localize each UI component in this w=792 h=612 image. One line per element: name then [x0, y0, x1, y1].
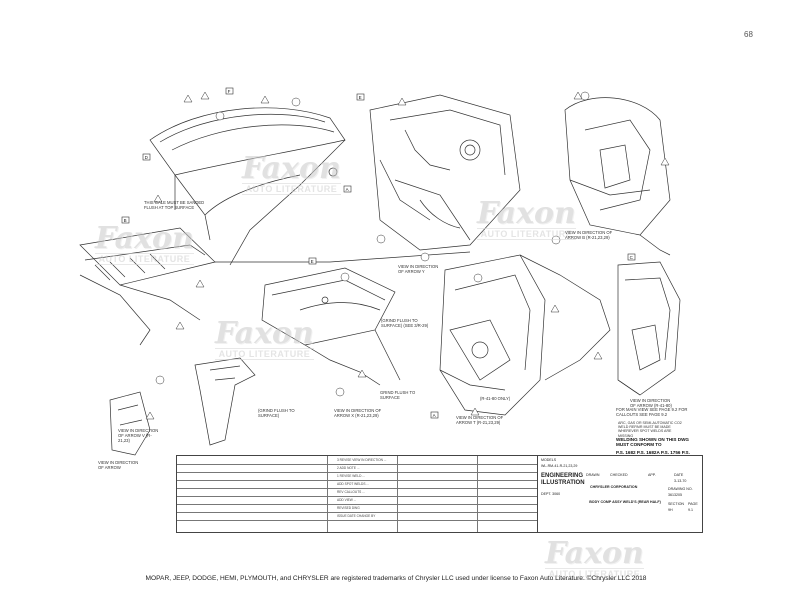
callout-box-d-letter: D: [145, 155, 149, 160]
drawn-label: DRAWN: [586, 473, 600, 477]
weld-target-circle: [215, 111, 225, 121]
view-direction-y: VIEW IN DIRECTION OF ARROW Y: [398, 264, 439, 274]
callout-box-f: F: [225, 87, 234, 95]
weld-target-circle: [291, 97, 301, 107]
revision-row: ADD VIEW ...: [177, 496, 537, 505]
view-direction-left: VIEW IN DIRECTION OF ARROW: [98, 460, 139, 470]
weld-symbol: [470, 407, 480, 416]
weld-reference-note: FOR MAIN VIEW SEE PAGE 9.2 FOR CALLOUTS …: [616, 407, 688, 417]
drawing-no-label: DRAWING NO.: [668, 487, 693, 491]
title-block-info: MODELS WL-RM-41-R-21,23,29 ENGINEERING I…: [537, 456, 703, 532]
weld-symbol: [195, 279, 205, 288]
date-label: DATE: [674, 473, 684, 477]
wheelhouse-illustration: [564, 97, 671, 256]
weld-target-circle: [420, 252, 430, 262]
weld-symbol: [357, 369, 367, 378]
callout-box-a-left-letter: A: [346, 187, 349, 192]
models-label: MODELS: [541, 458, 557, 462]
callout-box-e-top-letter: E: [359, 95, 362, 100]
weld-symbol: [260, 95, 270, 104]
weld-symbol: [183, 94, 193, 103]
weld-symbol: [660, 157, 670, 166]
callout-box-f-letter: F: [228, 89, 231, 94]
weld-symbol: [153, 194, 163, 203]
callout-box-a-mid-letter: A: [433, 413, 436, 418]
drawing-no-value: 3613205: [668, 493, 682, 497]
weld-symbol: [593, 351, 603, 360]
section-label: SECTION: [668, 502, 684, 506]
callout-box-c: C: [627, 253, 636, 261]
models-value: WL-RM-41-R-21,23,29: [541, 464, 578, 468]
company-logo: CHRYSLER CORPORATION: [590, 485, 638, 489]
title-block: 3 REVISE VIEW IN DIRECTION ... 2 ADD NOT…: [176, 455, 703, 533]
weld-target-circle: [580, 91, 590, 101]
callout-box-a-mid: A: [430, 411, 439, 419]
weld-target-circle: [376, 234, 386, 244]
date-value: 3-13-70: [674, 479, 687, 483]
weld-symbol: [200, 91, 210, 100]
weld-target-circle: [473, 273, 483, 283]
weld-target-circle: [551, 235, 561, 245]
callout-box-d: D: [142, 153, 151, 161]
roof-panel-illustration: [149, 107, 346, 266]
weld-symbol: [573, 91, 583, 100]
grind-flush-note-1: (GRIND FLUSH TO SURFACE) (SEE 3/R-29): [381, 318, 429, 328]
view-direction-lower-right: VIEW IN DIRECTION OF ARROW (R-41-80): [630, 398, 672, 408]
revision-row: 3 REVISE VIEW IN DIRECTION ...: [177, 456, 537, 465]
revision-table: 3 REVISE VIEW IN DIRECTION ... 2 ADD NOT…: [177, 456, 537, 532]
page-number: 68: [744, 30, 753, 39]
view-direction-b: VIEW IN DIRECTION OF ARROW B (R-21,23,29…: [565, 230, 613, 240]
floor-section-illustration: [79, 227, 216, 346]
revision-row: ADD SPOT WELDS ...: [177, 480, 537, 489]
trademark-footer: MOPAR, JEEP, DODGE, HEMI, PLYMOUTH, and …: [145, 575, 647, 582]
weld-symbol: [550, 304, 560, 313]
revision-row: REV CALLOUTS ...: [177, 488, 537, 497]
weld-target-circle: [340, 272, 350, 282]
page-value: 9.1: [688, 508, 693, 512]
spot-weld-note: (R-41-80 ONLY): [480, 396, 511, 401]
inner-panel-illustration: [439, 254, 611, 416]
pillar-illustration: [109, 357, 256, 456]
revision-row: 1 REVISE WELD ...: [177, 472, 537, 481]
view-direction-x: VIEW IN DIRECTION OF ARROW X (R-21,23,29…: [334, 408, 382, 418]
callout-box-e-mid: E: [308, 257, 317, 265]
seal-note: THIS GALE MUST BE SANDED FLUSH AT TOP SU…: [144, 200, 205, 210]
weld-symbol: [397, 97, 407, 106]
view-direction-v: VIEW IN DIRECTION OF ARROW V (R-21,23): [118, 428, 159, 443]
revision-row: REVISED DWG: [177, 504, 537, 513]
callout-box-b: B: [121, 216, 130, 224]
quarter-inner-illustration: [369, 94, 521, 251]
dept-label: DEPT. 3060: [541, 492, 561, 496]
drawing-title: BODY COMP ASSY WELD'S (REAR HALF): [589, 500, 661, 504]
weld-symbol: [145, 411, 155, 420]
view-direction-t: VIEW IN DIRECTION OF ARROW T (R-21,23,29…: [456, 415, 504, 425]
grind-flush-note-2: (GRIND FLUSH TO SURFACE): [258, 408, 295, 418]
revision-row: ISSUE DATE CHANGE BY: [177, 512, 537, 521]
weld-target-circle: [335, 387, 345, 397]
callout-box-a-left: A: [343, 185, 352, 193]
weld-target-circle: [155, 375, 165, 385]
revision-row: 2 ADD NOTE ...: [177, 464, 537, 473]
page-label: PAGE: [688, 502, 698, 506]
grind-flush-note-3: GRIND FLUSH TO SURFACE: [380, 390, 416, 400]
arc-weld-note: ARC, GAS OR SEMI-AUTOMATIC CO2 WELD REPA…: [618, 421, 682, 438]
deck-panel-illustration: [261, 267, 401, 386]
callout-box-c-letter: C: [630, 255, 634, 260]
callout-box-e-top: E: [356, 93, 365, 101]
app-label: APP.: [648, 473, 656, 477]
weld-symbol: [175, 321, 185, 330]
callout-box-e-mid-letter: E: [311, 259, 314, 264]
callout-box-b-letter: B: [124, 218, 127, 223]
checked-label: CHECKED: [610, 473, 628, 477]
tail-panel-illustration: [617, 261, 681, 396]
welding-spec-title: WELDING SHOWN ON THIS DWG MUST CONFORM T…: [616, 437, 689, 447]
section-title: ENGINEERING ILLUSTRATION: [541, 473, 585, 486]
section-value: 9H: [668, 508, 673, 512]
